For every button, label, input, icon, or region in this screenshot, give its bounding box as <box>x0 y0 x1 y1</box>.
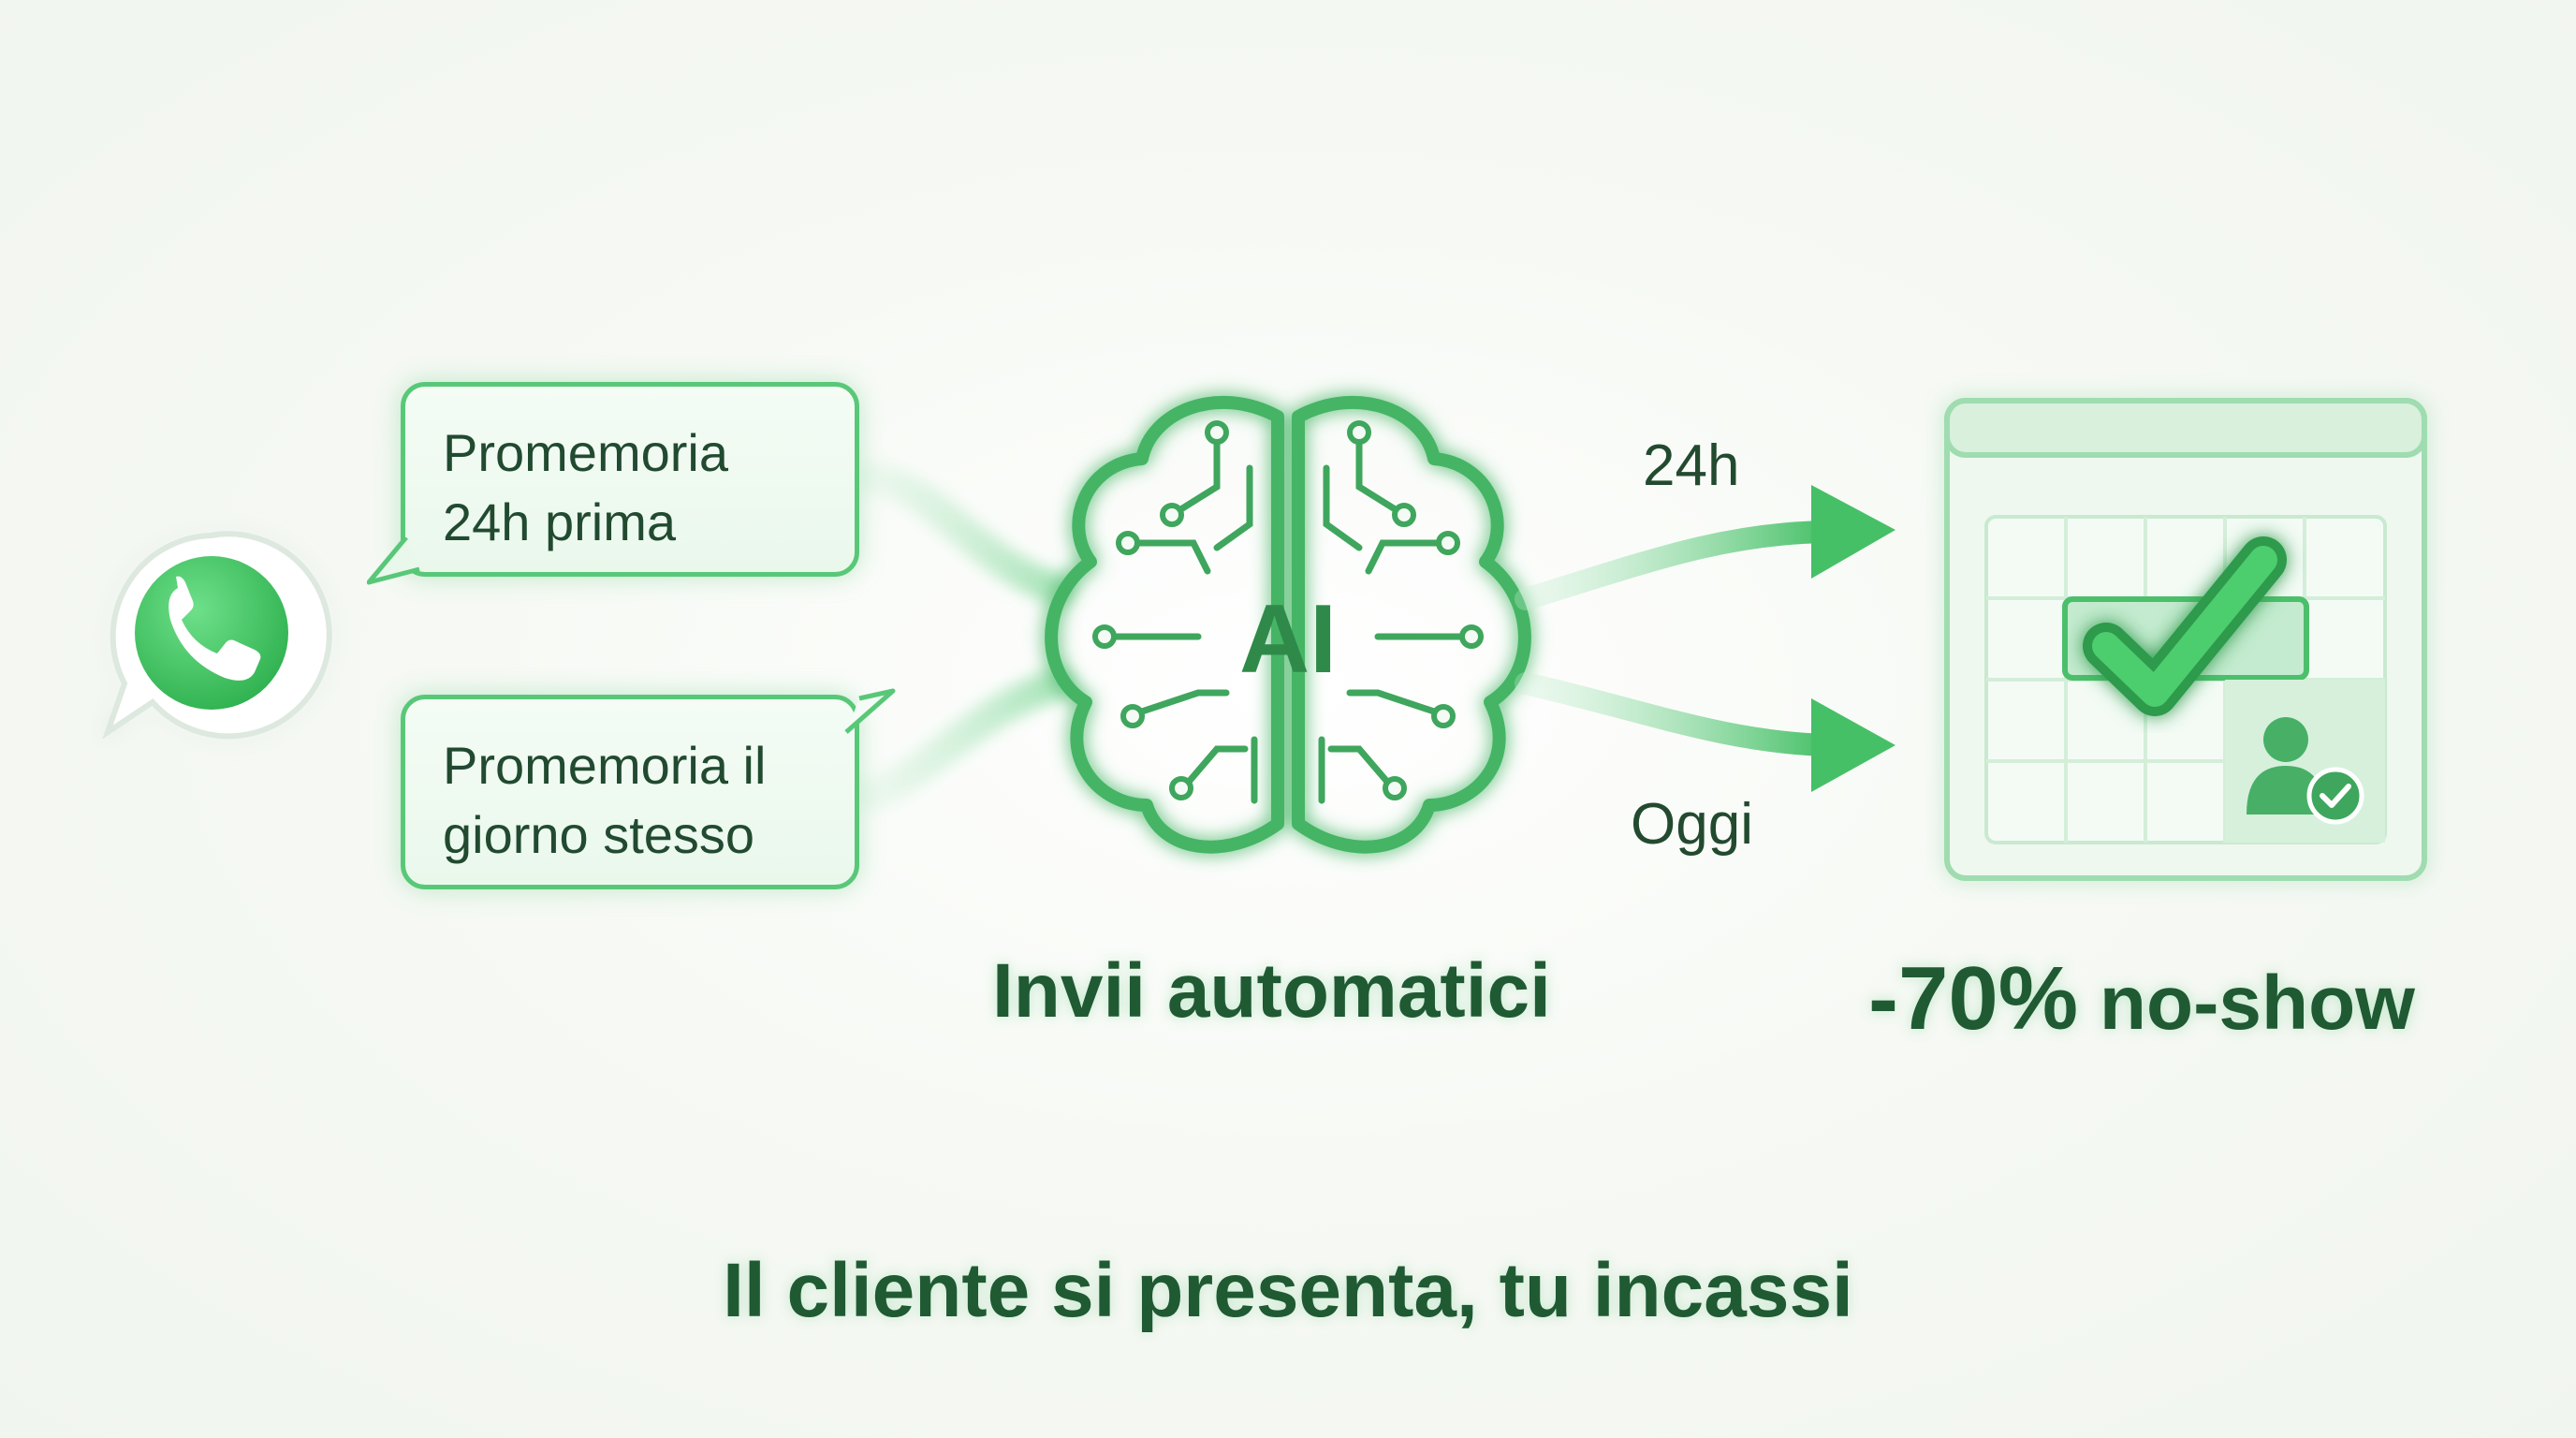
bubble-tail <box>367 537 420 585</box>
checkmark-icon <box>2083 536 2287 716</box>
stat-value: -70% <box>1868 948 2079 1049</box>
reminder-text: Promemoria il giorno stesso <box>443 736 767 864</box>
stat-label: no-show <box>2099 961 2415 1046</box>
whatsapp-icon <box>102 531 332 740</box>
output-arrows <box>1515 485 1895 792</box>
ai-chip-label: AI <box>1239 585 1337 694</box>
arrow-label-today: Oggi <box>1631 792 1753 857</box>
arrow-label-24h: 24h <box>1643 433 1740 498</box>
user-check-icon <box>2247 717 2364 825</box>
arrow-top-head <box>1811 485 1895 579</box>
reminder-bubble-24h: Promemoria 24h prima <box>401 382 859 577</box>
arrow-bottom-head <box>1811 698 1895 792</box>
ai-caption: Invii automatici <box>992 948 1551 1034</box>
ai-brain-icon <box>1045 396 1531 854</box>
result-stat: -70% no-show <box>1868 947 2415 1050</box>
footer-tagline: Il cliente si presenta, tu incassi <box>723 1248 1853 1333</box>
input-flows <box>855 462 1074 812</box>
reminder-bubble-same-day: Promemoria il giorno stesso <box>401 695 859 889</box>
reminder-text: Promemoria 24h prima <box>443 423 728 551</box>
bubble-tail <box>844 688 896 734</box>
